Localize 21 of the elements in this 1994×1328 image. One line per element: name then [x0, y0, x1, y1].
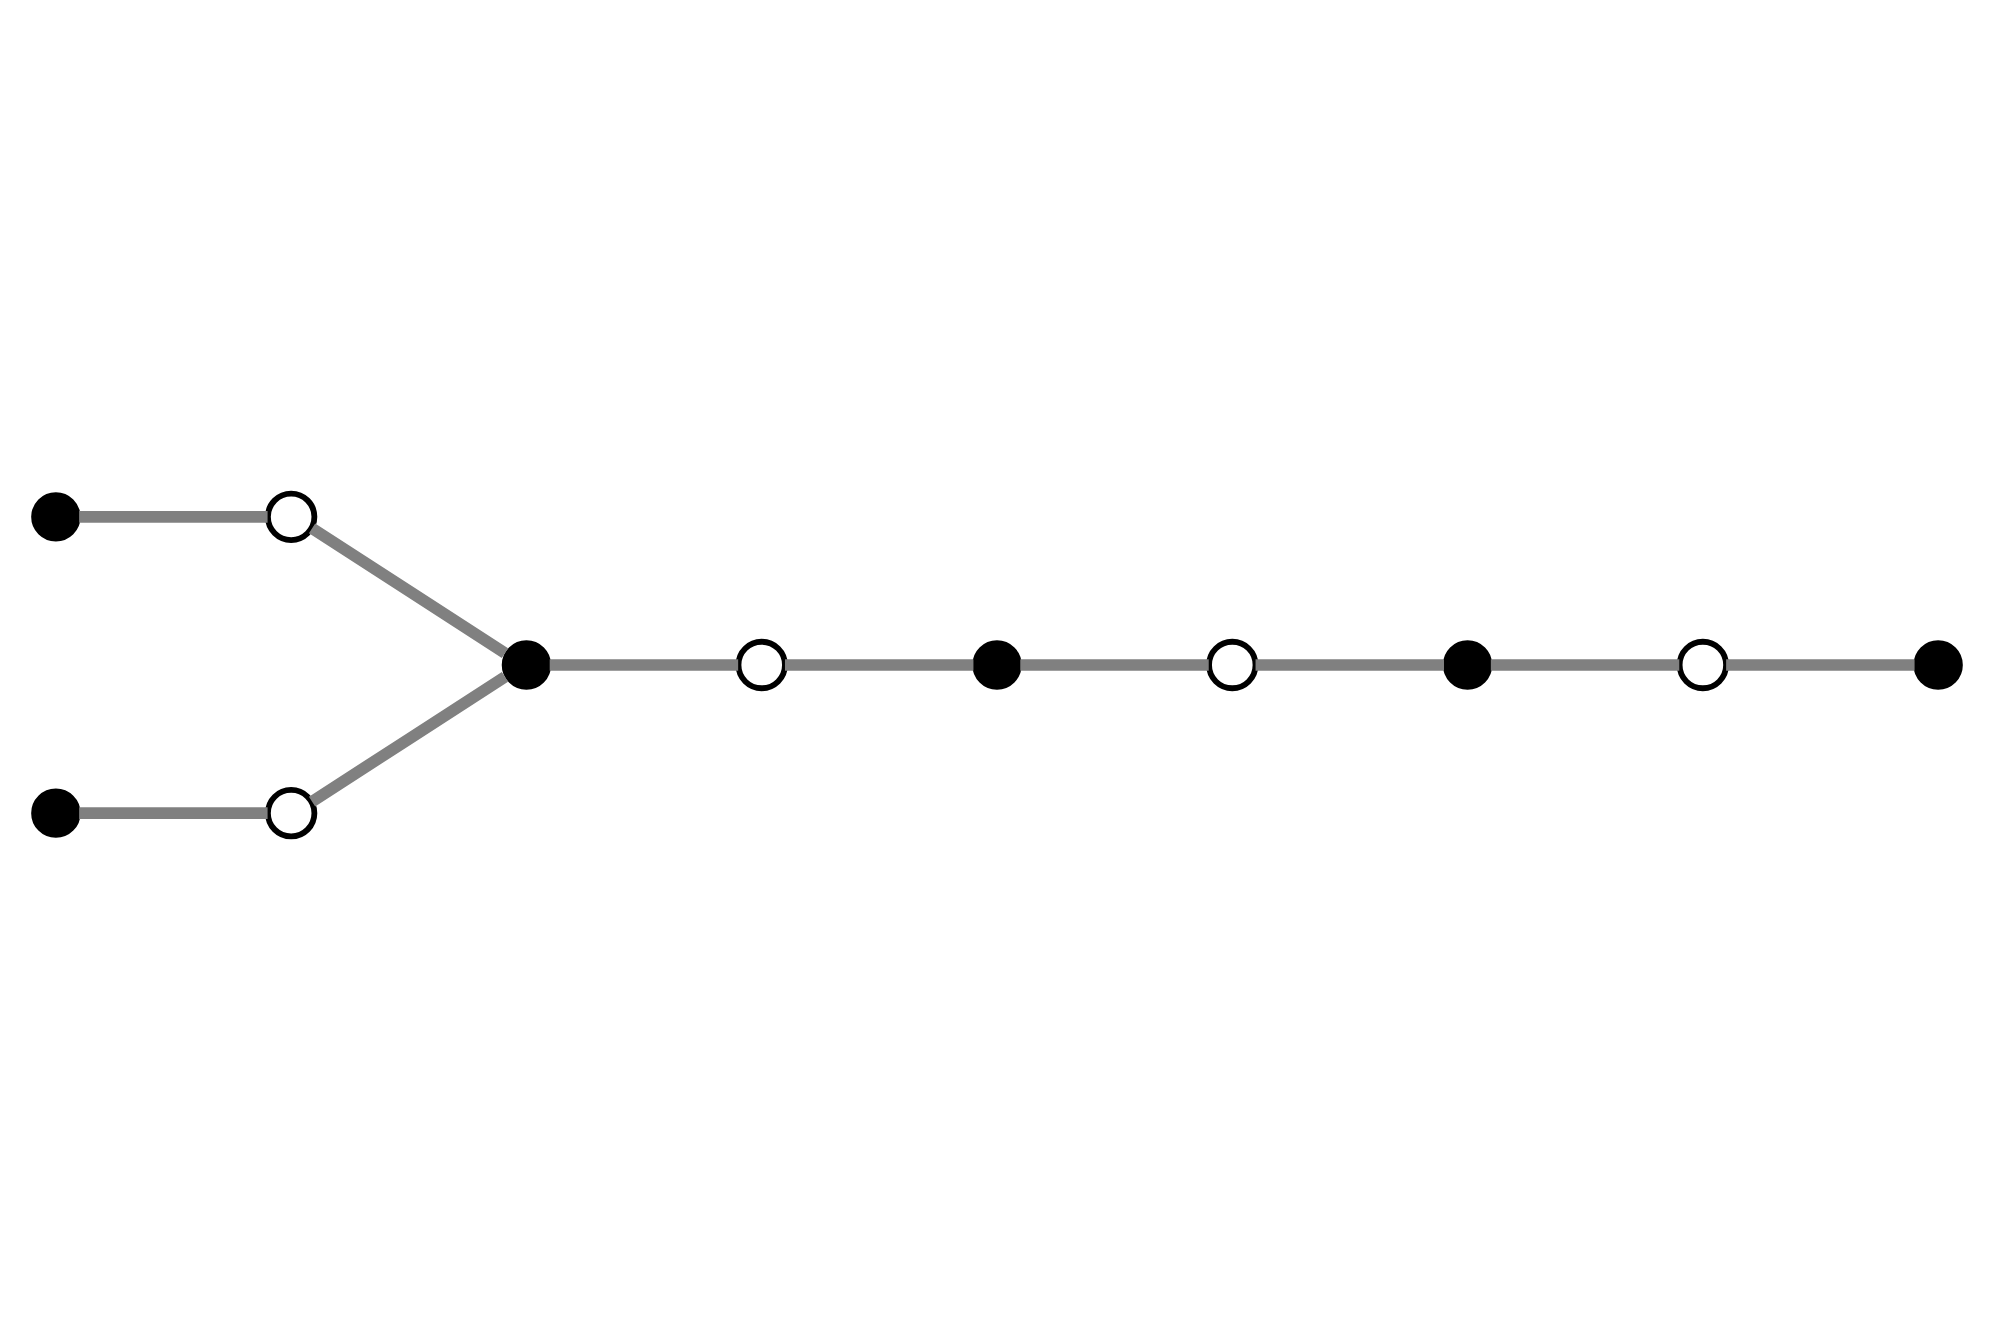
node-circle: [735, 637, 788, 691]
node-dot: [1913, 639, 1963, 689]
node-dot: [31, 491, 81, 541]
connector: [1020, 658, 1209, 670]
connector: [308, 522, 509, 657]
node-circle: [1206, 637, 1259, 691]
connector: [785, 658, 974, 670]
node-circle: [1676, 637, 1729, 691]
node-dot: [972, 639, 1022, 689]
connector: [1490, 658, 1680, 670]
connector: [79, 806, 268, 818]
node-circle: [265, 489, 318, 542]
connector: [79, 510, 268, 522]
connector: [308, 671, 509, 806]
connector: [1726, 658, 1915, 670]
node-circle: [265, 786, 318, 839]
connector: [549, 658, 739, 670]
node-dot: [31, 787, 81, 837]
connector: [1255, 658, 1444, 670]
node-dot: [1442, 639, 1493, 689]
node-dot: [501, 639, 552, 689]
